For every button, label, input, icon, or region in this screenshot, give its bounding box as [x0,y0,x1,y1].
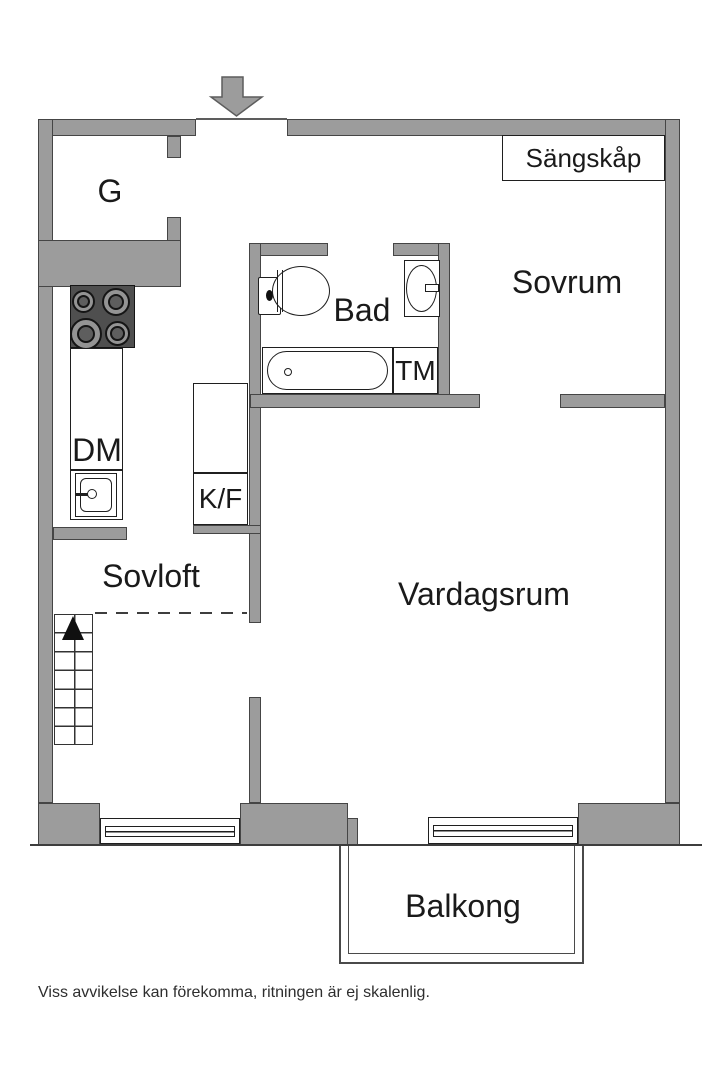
stove-burner-icon [102,288,130,316]
bed-cabinet-box: Sängskåp [502,135,665,181]
pier-bottom-left [38,803,100,846]
mid-wall-lower [249,697,261,803]
wall-top-left [38,119,196,136]
wall-left [38,119,53,803]
stove-burner-icon [105,321,130,346]
kitchen-wall-stub [53,527,127,540]
fridge-freezer-label: K/F [198,483,243,514]
balcony-railing-outer [339,846,584,964]
bed-cabinet-label: Sängskåp [525,143,642,173]
counter-divider-line [71,469,122,471]
kitchen-faucet-knob [87,489,97,499]
window-balcony-door-frame [433,825,573,837]
entry-threshold-line [196,118,287,120]
toilet-seat-line [277,270,283,312]
loft-edge-dashed-line [95,612,247,614]
room-label-bathroom: Bad [333,292,391,328]
room-label-dishwasher: DM [72,432,122,468]
bathtub-drain [284,368,292,376]
window-living-room-frame [105,826,235,837]
fridge-freezer-box: K/F [193,473,248,525]
bath-sink-tap [425,284,439,292]
washing-machine-label: TM [395,354,436,386]
room-label-closet: G [97,173,123,209]
bath-wall-top-left [250,243,328,256]
facade-ground-line [30,844,702,846]
wall-right [665,119,680,803]
pier-bottom-center [240,803,348,846]
closet-bottom-wall-block [38,240,181,287]
washing-machine-box: TM [393,347,438,394]
tall-cabinet [193,383,248,473]
disclaimer-text: Viss avvikelse kan förekomma, ritningen … [38,984,430,1001]
room-label-balcony: Balkong [405,888,521,924]
closet-wall-stub-bottom [167,217,181,241]
pier-bottom-center-notch [347,818,358,846]
toilet-flush-button [266,290,273,301]
stove-burner-icon [72,290,95,313]
fridge-wall-stub [193,525,261,534]
room-label-bedroom: Sovrum [511,264,623,300]
kitchen-faucet-icon [76,492,92,496]
stairs-up-arrow-icon [62,616,84,640]
closet-wall-stub-top [167,136,181,158]
room-label-living-room: Vardagsrum [398,576,570,612]
pier-bottom-right [578,803,680,846]
entry-arrow-icon [208,76,265,117]
wall-top-right [287,119,680,136]
room-label-sleeping-loft: Sovloft [102,558,200,594]
bedroom-divider-stub [560,394,665,408]
toilet-icon [272,266,330,316]
bath-wall-bottom [250,394,480,408]
balcony-railing-inner [348,846,575,954]
stove-burner-icon [70,318,102,350]
